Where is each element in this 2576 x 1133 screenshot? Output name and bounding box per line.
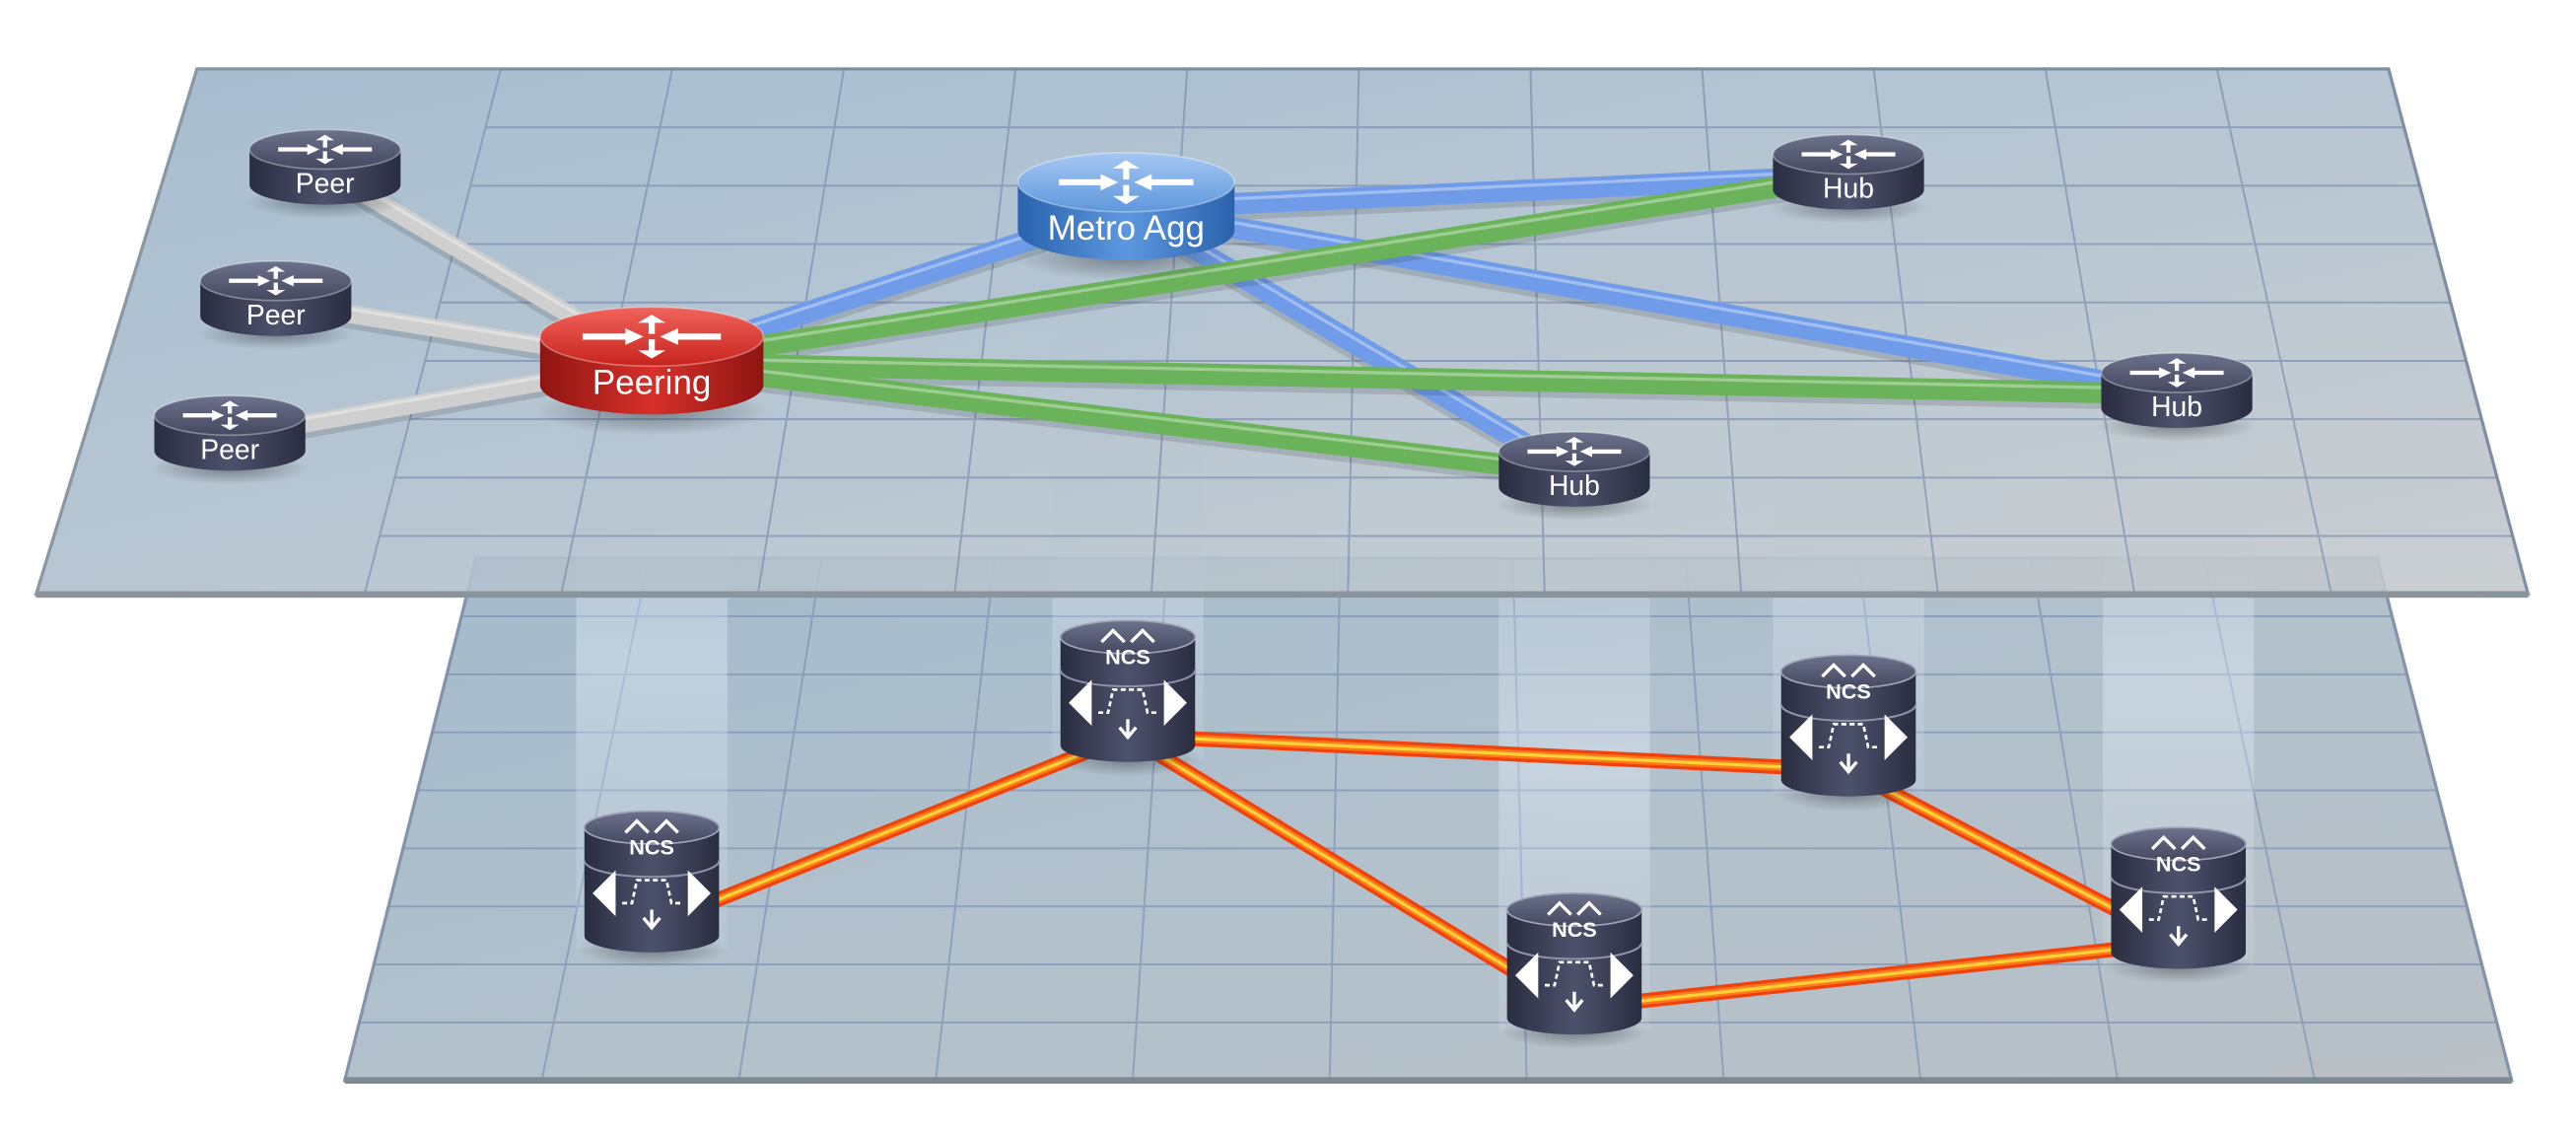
router-peer3[interactable]: Peer: [150, 394, 310, 485]
ncs-top-arrows-icon: [1547, 900, 1602, 916]
ncs-node-ncs3[interactable]: NCS: [1499, 892, 1649, 1050]
ip-link-blue: [1124, 197, 2179, 405]
router-peering[interactable]: Peering: [534, 306, 769, 436]
router-icon: [1059, 160, 1194, 205]
ncs-top-arrows-icon: [624, 818, 679, 834]
optical-shelf-icon: [1789, 714, 1908, 775]
router-icon: [1527, 437, 1622, 466]
ncs-node-ncs1[interactable]: NCS: [577, 810, 727, 967]
ncs-top-arrows-icon: [1821, 663, 1876, 678]
ncs-label: NCS: [1552, 917, 1597, 942]
ip-link-green: [650, 165, 1850, 374]
ncs-node-ncs5[interactable]: NCS: [2104, 826, 2253, 984]
ncs-top-arrows-icon: [2150, 834, 2206, 851]
ncs-label: NCS: [2156, 851, 2201, 876]
router-hub1[interactable]: Hub: [1769, 133, 1928, 224]
ncs-node-ncs2[interactable]: NCS: [1053, 619, 1203, 777]
optical-shelf-icon: [1514, 952, 1634, 1013]
router-label: Hub: [1549, 469, 1600, 501]
ncs-node-ncs4[interactable]: NCS: [1774, 654, 1923, 812]
optical-layer-plane: [342, 556, 2514, 1085]
ncs-label: NCS: [629, 835, 674, 860]
router-hub3[interactable]: Hub: [1495, 431, 1654, 521]
router-label: Peer: [296, 168, 355, 199]
router-label: Metro Agg: [1048, 209, 1205, 248]
router-hub2[interactable]: Hub: [2097, 352, 2257, 442]
optical-shelf-icon: [2119, 886, 2238, 948]
optical-shelf-icon: [1069, 679, 1187, 741]
router-label: Peering: [592, 364, 711, 402]
optical-nodes: NCS NCS NCS NCS NCS: [577, 619, 2253, 1050]
router-label: Hub: [2151, 390, 2202, 422]
router-icon: [229, 265, 323, 296]
router-icon: [1801, 139, 1896, 170]
ncs-label: NCS: [1826, 678, 1871, 703]
router-icon: [182, 400, 277, 431]
ncs-label: NCS: [1105, 644, 1150, 669]
ip-link-blue: [1125, 165, 1849, 220]
router-icon: [278, 134, 373, 165]
router-label: Hub: [1823, 173, 1874, 204]
ip-link-green: [650, 352, 1576, 484]
router-peer1[interactable]: Peer: [245, 128, 405, 219]
optical-shelf-icon: [592, 870, 712, 931]
router-metro[interactable]: Metro Agg: [1011, 152, 1240, 281]
router-label: Peer: [200, 433, 259, 464]
router-peer2[interactable]: Peer: [196, 259, 356, 350]
router-label: Peer: [246, 299, 306, 330]
router-icon: [2129, 358, 2224, 388]
router-icon: [582, 315, 722, 359]
ncs-top-arrows-icon: [1100, 628, 1155, 644]
ip-link-green: [651, 352, 2178, 405]
